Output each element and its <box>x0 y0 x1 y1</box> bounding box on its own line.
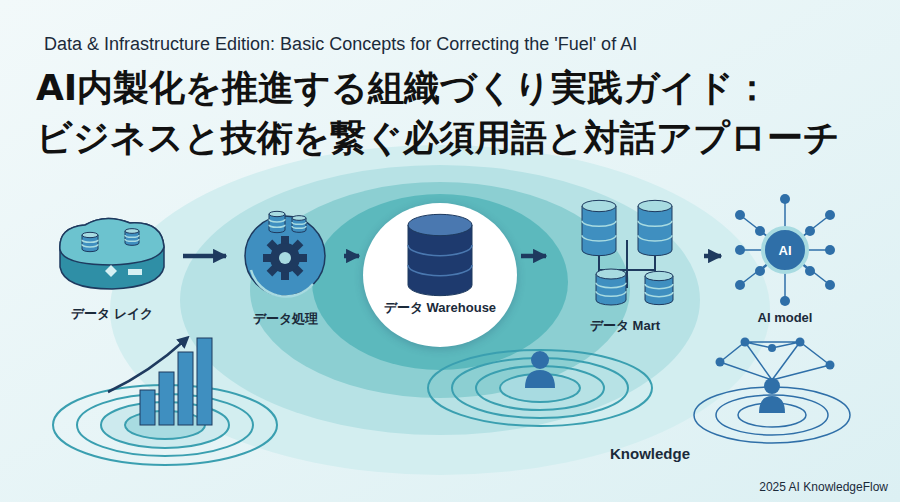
icon-text: AI <box>779 243 792 258</box>
bar-chart-illustration <box>53 338 277 465</box>
step-label: AI model <box>725 310 845 325</box>
flow-arrow <box>344 254 359 259</box>
proc-icon <box>235 210 335 310</box>
step-label: データ Mart <box>550 317 700 335</box>
section-label: Knowledge <box>610 445 690 462</box>
subtitle: Data & Infrastructure Edition: Basic Con… <box>44 34 637 55</box>
step-label: データ Warehouse <box>363 299 517 317</box>
warehouse-circle: データ Warehouse <box>363 203 517 347</box>
wh-icon <box>368 203 512 299</box>
mart-icon <box>555 200 695 317</box>
flow-arrow <box>521 254 546 259</box>
footer-credit: 2025 AI KnowledgeFlow <box>759 480 888 494</box>
flow-arrow <box>183 254 226 259</box>
step-label: データ処理 <box>230 310 340 328</box>
flow-step: AI model <box>725 195 845 330</box>
flow-step: データ レイク <box>45 205 179 330</box>
flow-step: データ処理 <box>230 210 340 330</box>
lake-icon <box>50 205 174 305</box>
step-label: データ レイク <box>45 305 179 323</box>
person-ripple-illustration <box>428 350 652 426</box>
network-person-illustration <box>694 338 850 444</box>
flow-step: データ Mart <box>550 200 700 335</box>
flow-arrow <box>704 254 721 259</box>
main-title: AI内製化を推進する組織づくり実践ガイド： ビジネスと技術を繋ぐ必須用語と対話ア… <box>36 63 896 163</box>
